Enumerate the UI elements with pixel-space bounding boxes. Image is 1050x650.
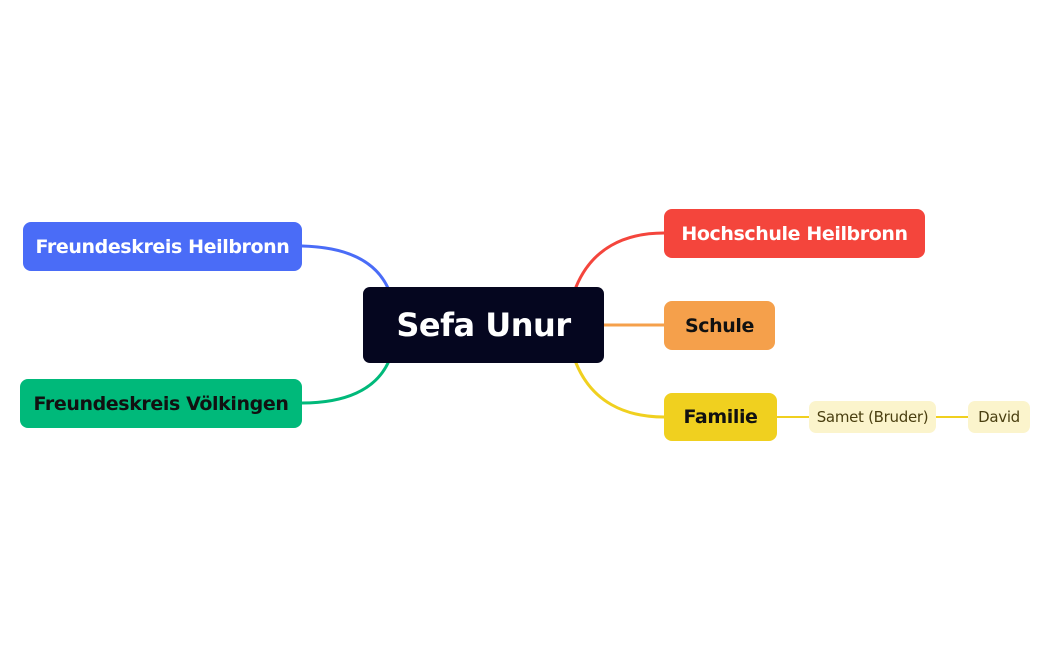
connector-freundeskreis-voelkingen	[300, 361, 390, 405]
topic-label: Schule	[685, 314, 754, 337]
subtopic-david[interactable]: David	[968, 401, 1030, 433]
topic-label: Hochschule Heilbronn	[681, 222, 908, 245]
subtopic-label: David	[978, 408, 1020, 426]
topic-label: Freundeskreis Völkingen	[33, 392, 289, 415]
subtopic-label: Samet (Bruder)	[816, 408, 929, 426]
central-topic-label: Sefa Unur	[396, 306, 571, 344]
central-topic[interactable]: Sefa Unur	[363, 287, 604, 363]
topic-familie[interactable]: Familie	[664, 393, 777, 441]
connector-freundeskreis-heilbronn	[300, 244, 390, 290]
topic-freundeskreis-heilbronn[interactable]: Freundeskreis Heilbronn	[23, 222, 302, 271]
subtopic-samet[interactable]: Samet (Bruder)	[809, 401, 936, 433]
topic-hochschule-heilbronn[interactable]: Hochschule Heilbronn	[664, 209, 925, 258]
topic-label: Freundeskreis Heilbronn	[35, 235, 290, 258]
topic-label: Familie	[683, 406, 758, 428]
connector-hochschule-heilbronn	[574, 231, 666, 289]
topic-freundeskreis-voelkingen[interactable]: Freundeskreis Völkingen	[20, 379, 302, 428]
topic-schule[interactable]: Schule	[664, 301, 775, 350]
connector-familie	[574, 361, 666, 419]
